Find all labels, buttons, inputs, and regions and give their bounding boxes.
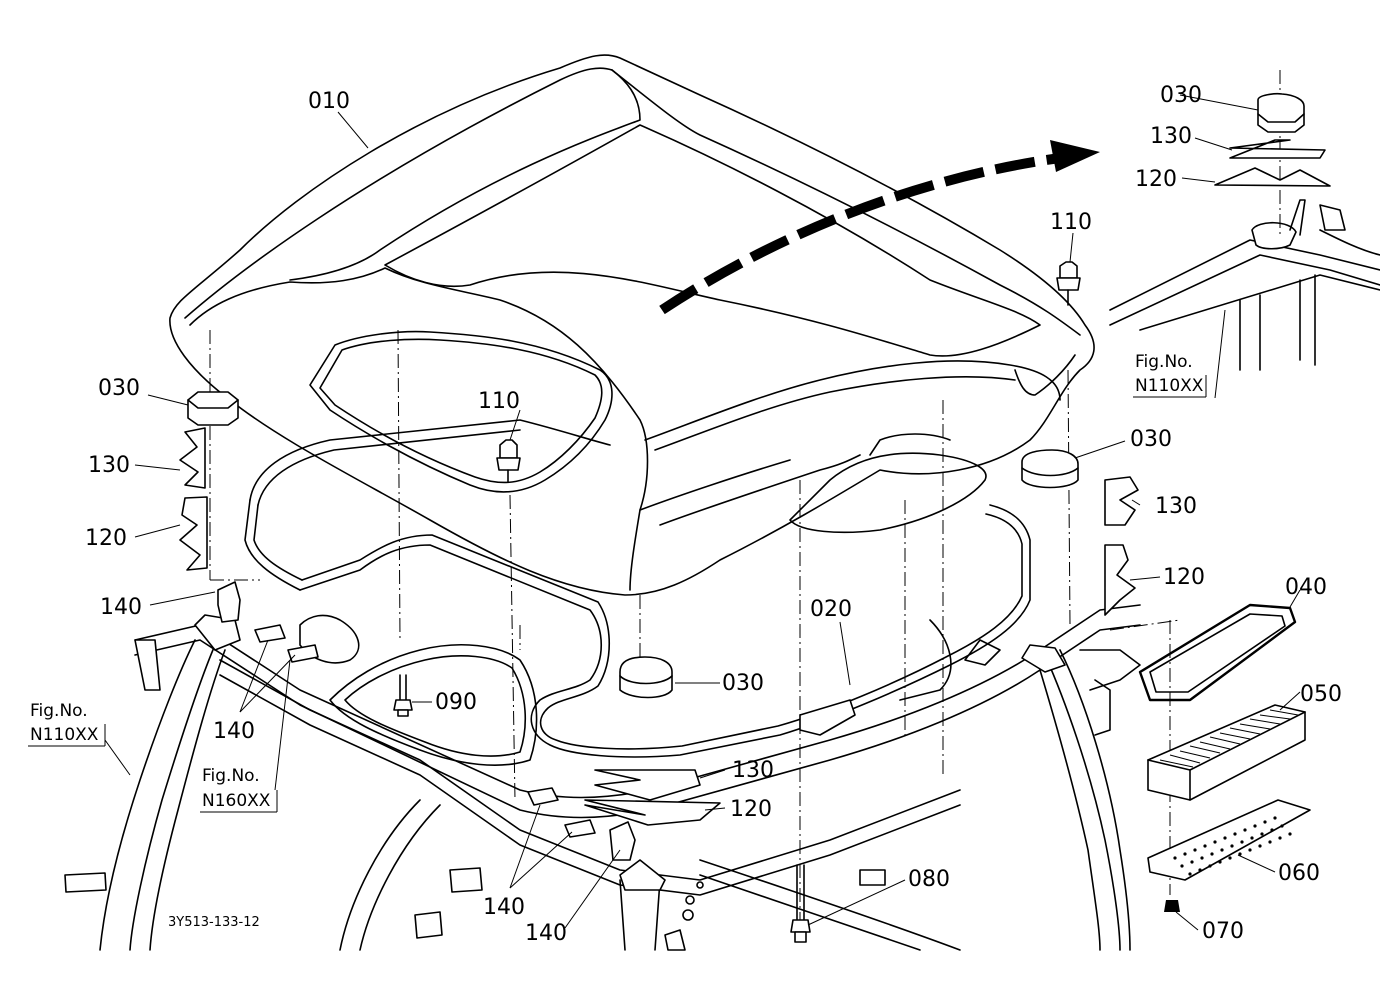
label-110-center: 110 bbox=[478, 389, 520, 414]
label-010: 010 bbox=[308, 89, 350, 114]
figref-top-right-line2: N110XX bbox=[1135, 376, 1204, 396]
label-110-right: 110 bbox=[1050, 210, 1092, 235]
label-120-center: 120 bbox=[730, 797, 772, 822]
part-labels: 010 020 030 030 030 030 040 050 060 070 … bbox=[85, 83, 1342, 946]
cab-frame-structure bbox=[64, 419, 1141, 951]
bolt-090 bbox=[393, 674, 413, 717]
label-070: 070 bbox=[1202, 919, 1244, 944]
drawing-code: 3Y513-133-12 bbox=[168, 915, 260, 930]
figref-left-line1: Fig.No. bbox=[30, 701, 88, 721]
cover-060 bbox=[1147, 799, 1311, 881]
label-120-top-right: 120 bbox=[1135, 167, 1177, 192]
bolt-110-center bbox=[496, 439, 521, 483]
pad-030-top-right bbox=[1257, 92, 1305, 133]
shim-120-right bbox=[1104, 544, 1136, 616]
gasket-040 bbox=[1138, 603, 1297, 702]
label-080: 080 bbox=[908, 867, 950, 892]
clip-140-c bbox=[527, 787, 596, 838]
figref-center-line2: N160XX bbox=[202, 791, 271, 811]
label-030-left: 030 bbox=[98, 376, 140, 401]
figure-reference-center: Fig.No. N160XX bbox=[200, 766, 278, 813]
figure-reference-left: Fig.No. N110XX bbox=[28, 701, 106, 747]
pad-030-center bbox=[619, 656, 673, 699]
pad-030-right bbox=[1021, 449, 1079, 489]
shim-120-top-right bbox=[1214, 167, 1331, 187]
clip-140-d bbox=[609, 821, 636, 861]
figref-left-line2: N110XX bbox=[30, 725, 99, 745]
filter-050 bbox=[1147, 704, 1306, 801]
label-140-a: 140 bbox=[100, 595, 142, 620]
label-130-right: 130 bbox=[1155, 494, 1197, 519]
label-090: 090 bbox=[435, 690, 477, 715]
direction-arrow bbox=[659, 140, 1100, 315]
label-020: 020 bbox=[810, 597, 852, 622]
label-140-d: 140 bbox=[525, 921, 567, 946]
label-130-center: 130 bbox=[732, 758, 774, 783]
shim-130-right bbox=[1104, 476, 1139, 526]
shim-130-top-right bbox=[1229, 139, 1326, 159]
label-140-c: 140 bbox=[483, 895, 525, 920]
label-140-b: 140 bbox=[213, 719, 255, 744]
shim-120-left bbox=[179, 496, 208, 571]
label-130-left: 130 bbox=[88, 453, 130, 478]
label-130-top-right: 130 bbox=[1150, 124, 1192, 149]
label-120-right: 120 bbox=[1163, 565, 1205, 590]
label-050: 050 bbox=[1300, 682, 1342, 707]
callout-leaders bbox=[104, 94, 1301, 931]
figref-top-right-line1: Fig.No. bbox=[1135, 352, 1193, 372]
label-030-top-right: 030 bbox=[1160, 83, 1202, 108]
label-120-left: 120 bbox=[85, 526, 127, 551]
figref-center-line1: Fig.No. bbox=[202, 766, 260, 786]
label-040: 040 bbox=[1285, 575, 1327, 600]
screw-070 bbox=[1164, 900, 1180, 912]
bolt-080 bbox=[790, 864, 811, 943]
figure-reference-top-right: Fig.No. N110XX bbox=[1133, 352, 1207, 398]
label-060: 060 bbox=[1278, 861, 1320, 886]
pad-030-left bbox=[187, 391, 239, 426]
top-right-frame-detail bbox=[1109, 199, 1380, 371]
shim-130-center bbox=[594, 769, 701, 801]
clip-140-b bbox=[254, 624, 319, 663]
clip-140-a bbox=[217, 581, 241, 623]
shim-130-left bbox=[179, 427, 206, 489]
label-030-right: 030 bbox=[1130, 427, 1172, 452]
bolt-110-right bbox=[1056, 261, 1081, 306]
shim-120-center bbox=[584, 799, 721, 826]
label-030-center: 030 bbox=[722, 671, 764, 696]
roof-panel-010 bbox=[169, 54, 1095, 596]
